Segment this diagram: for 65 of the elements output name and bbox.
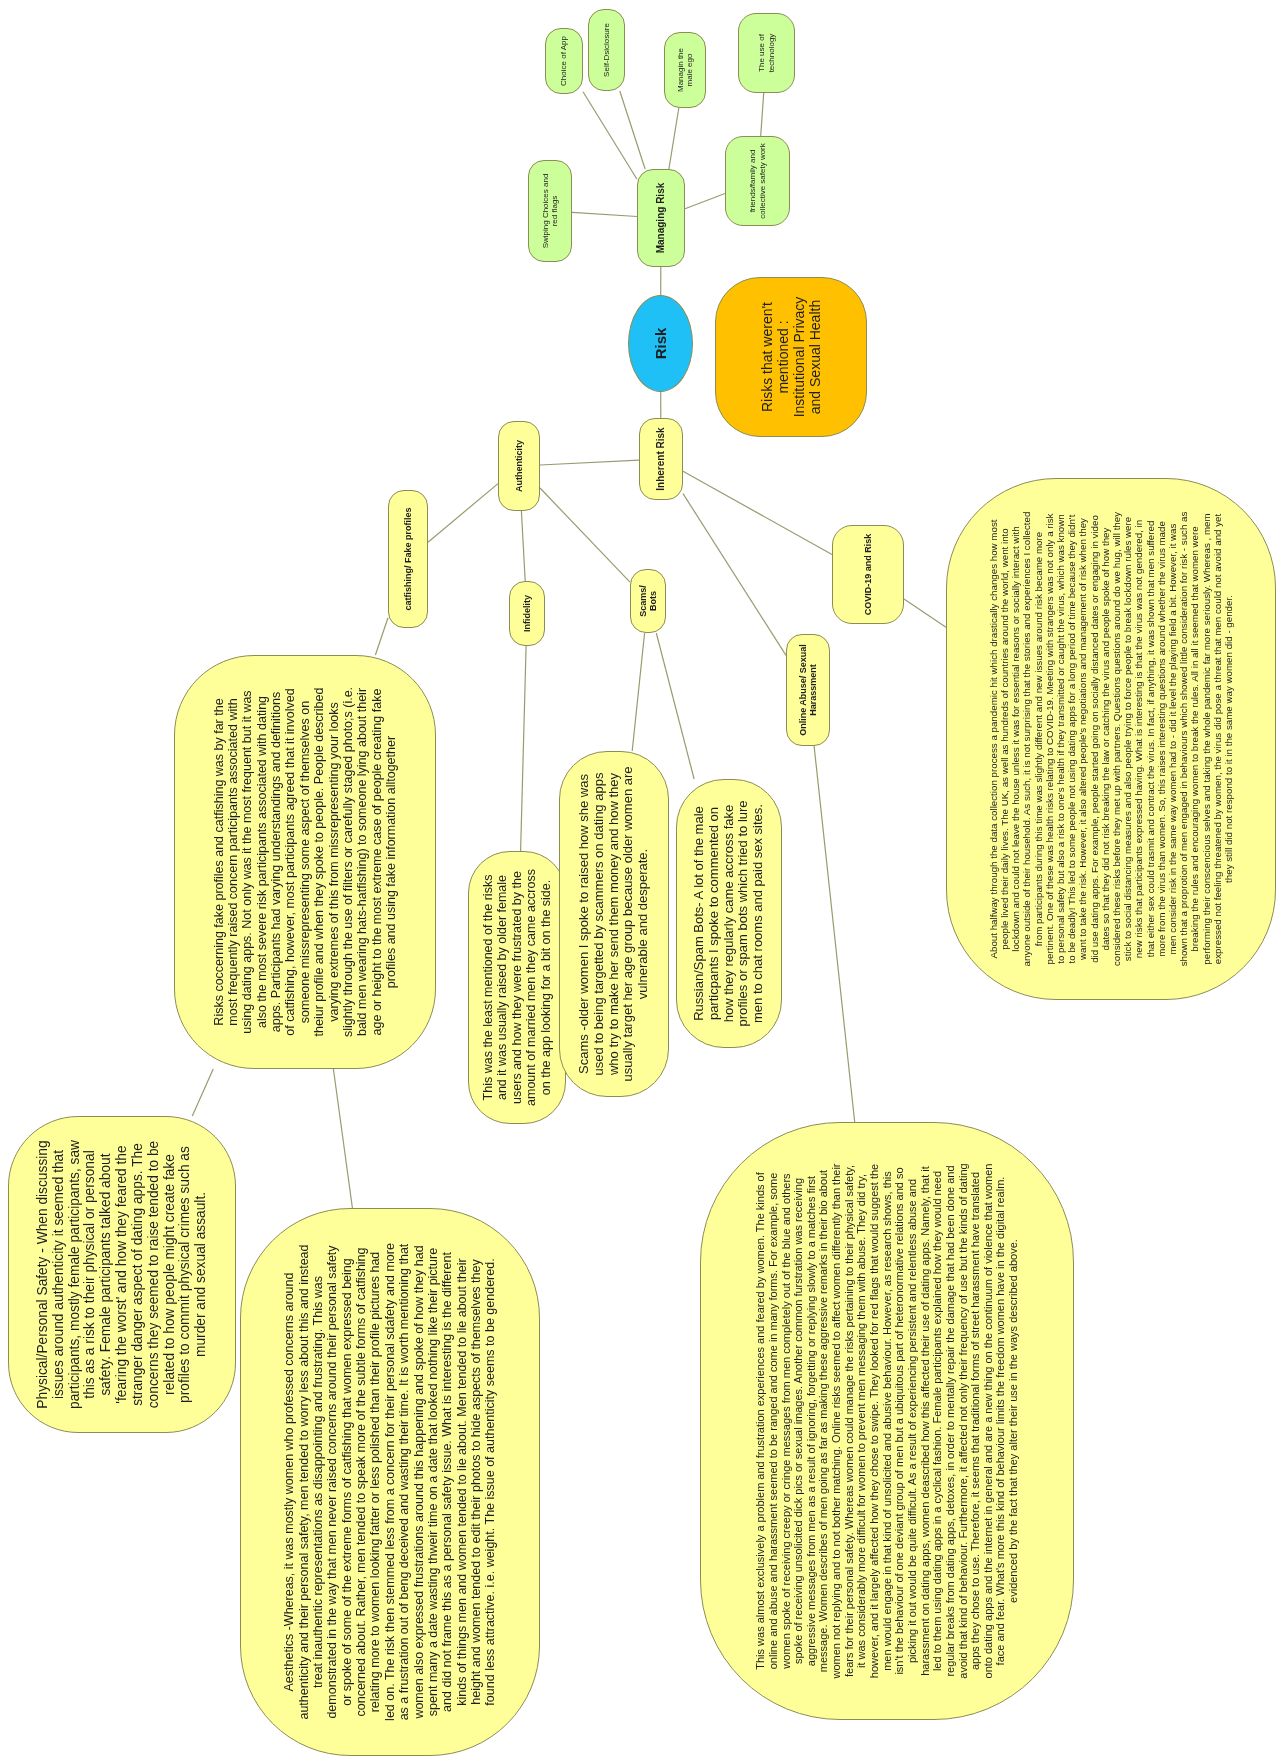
paragraph: Risks that weren't mentioned : Institutional Privacy and Sexual Health — [758, 295, 824, 420]
connector-line — [655, 632, 695, 780]
connector-line — [539, 459, 640, 466]
paragraph: Physical/Personal Safety - When discussing issues around authenticity it seemed that participants, mostly female participants, saw this as a risk to their physical or personal safety. Female participants talked about 'fearing the worst' and how they feared the stranger danger aspect of dating apps. The concerns they seemed to raise tended to be related to how people might create fake profiles to commit physical crimes such as murder and sexual assault. — [35, 1139, 209, 1410]
node-label: Risk — [651, 327, 670, 360]
topic-bubble — [832, 525, 904, 624]
paragraph: Russian/Spam Bots- A lot of the male particpants I spoke to commented on how they regularly came accross fake profiles or spam bots which tried to lure men to chat rooms and paid sex sites. — [691, 799, 767, 1029]
paragraph: friends/family and collective safety work — [748, 143, 767, 219]
subtopic-bubble — [528, 160, 572, 262]
node-label: catfishing/ Fake profiles — [402, 507, 414, 611]
subtopic-bubble — [588, 9, 625, 91]
connector-line — [684, 192, 726, 210]
connector-line — [631, 632, 646, 752]
connector-line — [903, 598, 947, 628]
topic-bubble — [786, 634, 830, 746]
connector-line — [191, 1068, 214, 1117]
connector-line — [427, 483, 499, 543]
paragraph: This was the least mentioned of the risks and it was usually raised by older female users and how they were frustrated by the amount of married men they came accross on the app looking for a bit on the side. — [481, 868, 553, 1108]
topic-bubble — [630, 569, 666, 633]
node-label: COVID-19 and Risk — [862, 533, 874, 616]
topic-bubble — [637, 169, 685, 267]
connector-line — [520, 510, 526, 582]
paragraph: Choice of App — [559, 36, 569, 86]
connector-line — [813, 745, 856, 1123]
paragraph: Risks coccerning fake profiles and catfishing was by far the most frequently raised concern participants associated with using dating apps. Not only was it the most frequent but it was also the most severe risk participants associated with dating apps. Participants had varying understandings and definitions of catfishing, however, most participants agreed that it involved someone missrepresenting some aspect of themselves on theiur profile and when they spoke to people. People described varying extremes of this from missrepresenting your looks slightly through the use of filters or carefully staged photo;s (i.e. bald men wearing hats-hatfishing) to someone lying about their age or height to the most extreme case of people creating fake profiles and using fake information alltogether — [211, 686, 399, 1038]
connector-line — [374, 617, 389, 656]
paragraph: Swiping Choices and red flags — [540, 172, 560, 251]
connector-line — [539, 487, 631, 583]
connector-line — [332, 1068, 353, 1209]
connector-line — [582, 91, 638, 180]
connector-line — [660, 266, 662, 296]
connector-line — [571, 211, 638, 218]
paragraph: Aesthetics -Whereas, it was mostly women who professed concerns around authenticity and their personal safety, men tended to worry less about this and instead treat inauthentic representations as disappointing and frustrating. This was demonstrated in the way that men never raised concerns around their personal safety or spoke of some of the extreme forms of catfishing that women expressed being concerned about. Rather, men tended to speak more of the subtle forms of catfishing relating more to women looking fatter or less polished than their profile pictures had led on. The risk then stemmed less from a concern for their personal sdafety and more as a frustration out of beng deceived and wasting their time. It is worth mentioning that women also expressed frustrations around this happening and spoke of how they had spent many a date wasting thweir time on a date that looked nothing like their picture and did not frame this as a personal safety issue. What is interesting is the different kinds of things men and women tended to lie about. Men tended to lie about their height and women tended to edit their photos to hide aspects of themselves they found less attractive. i.e. weight. The issue of authenticity seems to be gendered. — [282, 1243, 498, 1721]
node-label: Authenticity — [513, 440, 525, 492]
subtopic-bubble — [545, 28, 583, 94]
node-label: Managing Risk — [655, 182, 667, 254]
topic-bubble — [509, 581, 545, 646]
topic-bubble — [498, 421, 540, 511]
node-label: Infidelity — [521, 595, 533, 632]
subtopic-bubble — [664, 32, 706, 108]
subtopic-bubble — [725, 136, 790, 226]
text-bubble — [174, 655, 436, 1069]
paragraph: Managin the male ego — [675, 47, 695, 94]
text-bubble — [946, 478, 1276, 1000]
connector-line — [668, 107, 680, 170]
node-label: Inherent Risk — [655, 427, 667, 491]
connector-line — [619, 90, 646, 170]
text-bubble — [559, 751, 669, 1097]
node-label: Scams/ Bots — [637, 584, 659, 619]
topic-bubble — [639, 418, 683, 500]
paragraph: The use of technology — [757, 32, 776, 75]
paragraph: About halfway through the data collection process a pandemic hit which drastically changes how most people lived their daily lives. The UK, as well as hundreds of countries around the world, went into lockdown and could not leave the house unless it was for essential reasons or socially interact with anyone outside of their household. As such, it is not surprising that the stories and experiences I collected from participants during this time was slightly different and new issues around risk became more pertinent. One of these was health risks relating to COVID-19. Meeting with strangers was not only a risk to personal safety but also a risk to one's health if they transmitted or caught the virus, which was known to be deadly! This led to some people not using dating apps for a long period of time because they didn't want to take the risk. However, it also altered people's negotiations and management of risk when they did use dating apps. For example, people started going on socially distanced dates or engaging in video dates so that they did not risk breaking the law or catching the virus and people spoke of how they considered these risks before they met up with partners. Questions questions around do we hug, will they stick to social distancing measures and also people trying to force people to break lockdown rules were new risks that participants expressed having. What is interesting is that the virus was not gendered, in that either sex could trasmit and contract the virus. In fact, if anything, it was shown that men suffered more from the virus than women. So, this raises interesting questions around whether the virus made men consider risk in the same way women had to - did it level the playing field a bit. However, it was shown that a proprotion of men engaged in behaviours which showed little consideration for risk - such as breaking the rules and encouraging women to break the rules. All in all it seemed that women were performing their conscencious selves and taking the whole pandemic far more seriously. Whereas , mem expressed not feeling threatened by women, the virus did pose a threat that men could not avoid and yet they still did not respond to it in the same way women did - gender. — [987, 511, 1235, 967]
paragraph: This was almost exclusively a problem and frustration experiences and feared by women. The kinds of online and abuse and harassment seemed to be ranged and come in many forms. For example, some women spoke of receiving creepy or cringe messages from men completely out of the blue and others spoke of receiving unsolicited dick pics or sexual images. Another common furstration was receiving aggressive messages from men as a result of ignoring, forgetting or replying slowly to a matches first message. Women describes of men going as far as making these aggressive remarks in their bio about women not replying and to not bother matching. Online risks seemed to affect women differently than their fears for their personal safety. Whereas women could manage the risks pertaining to their physical safety, it was considerably more difficult for women to prevent men messaging them with abuse. They did try, however, and it largely affected how they chose to swipe. They looked for red flags that would suggest the men would engage in that kind of unsolicited and abusive behaviour. However, as research shows, this isn't the behaviour of one deviant group of men but a ubiquitous part of heteronormative relations and so picking it out would be quite difficult. As a result of experiencing persistent and relentless abuse and harassment on dating apps, women deascribed how this affected their use of dating apps. Namely, that it led to them using dating apps in a cyclical fashion. Female participants explained how they would need regular breaks from dating apps, detoxes, in order to mentally repair the damage that had been done and avoid that kind of behaviour. Furthermore, it affected not only their frequency of use but the kinds of dating apps they chose to use. Therefore, it seems that traditional forms of street harassment have translated onto dating apps and the internet in general and are a new thing on the continuum of violence that women face and fear. What's more this kind of behaviour limits the freedom women have in the digital realm. evidenced by the fact that they alter their use in the ways described above. — [754, 1163, 1020, 1679]
subtopic-bubble — [738, 13, 795, 93]
node-label: Online Abuse/ Sexual Harassment — [797, 643, 819, 738]
paragraph: Self-Dsiclosure — [601, 23, 612, 77]
connector-line — [520, 645, 527, 852]
connector-line — [682, 470, 833, 555]
text-bubble — [8, 1116, 236, 1433]
paragraph: Scams -older women I spoke to raised how she was used to being targetted by scammers on dating apps who try to make her send them money and how they usually target her age group because older women are vulnerable and desperate. — [576, 766, 652, 1082]
connector-line — [682, 493, 787, 656]
connector-line — [660, 391, 662, 419]
note-bubble — [715, 277, 867, 437]
topic-bubble — [388, 490, 428, 628]
connector-line — [760, 92, 765, 137]
